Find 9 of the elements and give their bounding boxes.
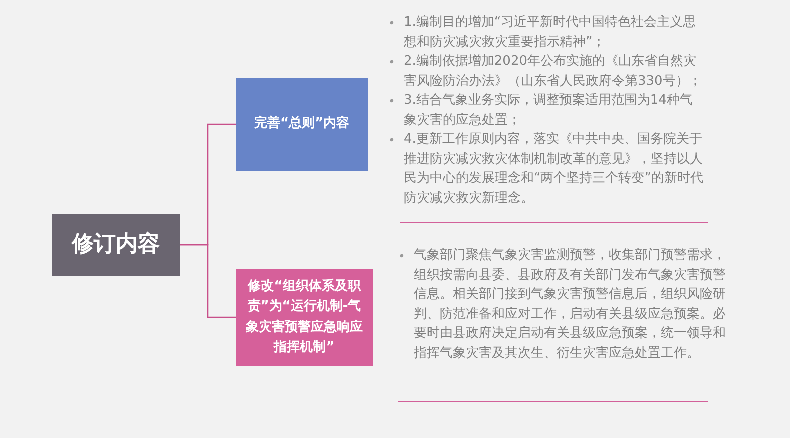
topic-box: 完善“总则”内容 — [236, 78, 368, 171]
bullet-item: 4.更新工作原则内容，落实《中共中央、国务院关于推进防灾减灾救灾体制机制改革的意见》，坚持以人民为中心的发展理念和“两个坚持三个转变”的新时代防灾减灾救灾新理念。 — [384, 130, 704, 208]
connector-line — [180, 244, 236, 318]
bullet-item: 1.编制目的增加“习近平新时代中国特色社会主义思想和防灾减灾救灾重要指示精神”； — [384, 13, 704, 52]
bullet-item: 2.编制依据增加2020年公布实施的《山东省自然灾害风险防治办法》（山东省人民政府令第330号）； — [384, 52, 704, 91]
topic-box: 修改“组织体系及职责”为“运行机制-气象灾害预警应急响应指挥机制” — [236, 269, 373, 366]
root-box: 修订内容 — [52, 214, 180, 276]
bullet-item: 3.结合气象业务实际，调整预案适用范围为14种气象灾害的应急处置； — [384, 91, 704, 130]
bullet-item: 气象部门聚焦气象灾害监测预警，收集部门预警需求，组织按需向县委、县政府及有关部门发布气象灾害预警信息。相关部门接到气象灾害预警信息后，组织风险研判、防范准备和应对工作，启动有关县级应急预案。必要时由县政府决定启动有关县级应急预案，统一领导和指挥气象灾害及其次生、衍生灾害应急处置工作。 — [394, 246, 730, 363]
